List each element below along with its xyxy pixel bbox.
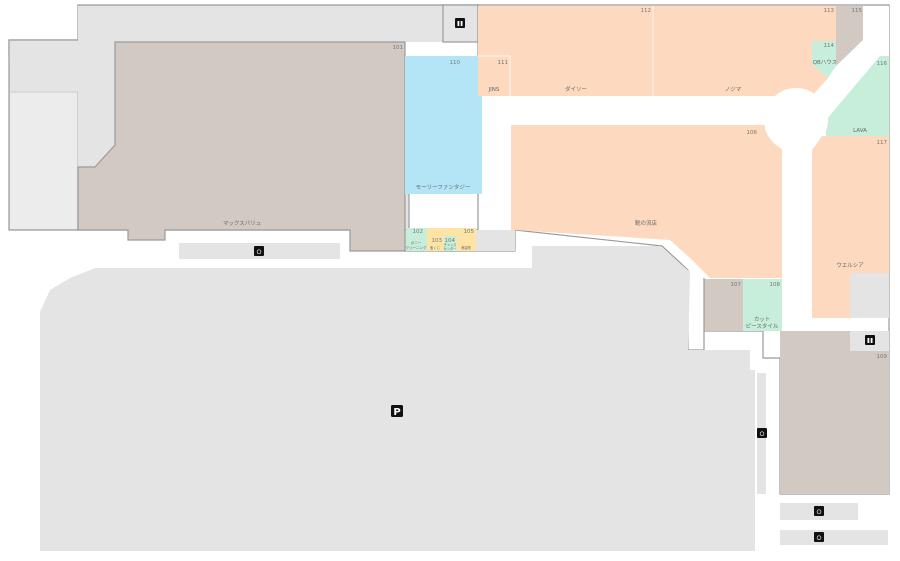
store-116[interactable]: 116 LAVA — [826, 56, 889, 136]
store-name: 美容院 — [461, 245, 471, 250]
store-name: QBハウス — [813, 58, 838, 66]
bicycle-parking-icon: ⭘ — [757, 428, 767, 438]
store-name: チャンス — [444, 242, 457, 247]
store-107[interactable]: 107 — [704, 279, 743, 331]
store-108[interactable]: 108 カット ピースタイル — [743, 279, 782, 331]
store-name: 靴の流店 — [635, 219, 658, 227]
store-name: マックスバリュ — [223, 220, 261, 227]
parking-icon — [391, 405, 403, 417]
parking-lot[interactable]: P — [40, 246, 755, 551]
store-number: 109 — [877, 354, 888, 360]
bicycle-parking-icon: ⭘ — [814, 506, 824, 516]
store-name: センター — [444, 246, 457, 251]
store-number: 104 — [445, 238, 456, 244]
store-104[interactable]: 104 チャンス センター — [444, 236, 457, 251]
store-number: 101 — [393, 45, 404, 51]
svg-text:⭘: ⭘ — [817, 535, 822, 542]
store-name: ダイソー — [565, 85, 587, 93]
parking-label: P — [393, 407, 400, 418]
store-105[interactable]: 105 美容院 — [444, 228, 476, 251]
store-name: ウエルシア — [836, 261, 864, 269]
store-number: 108 — [770, 282, 781, 288]
store-name: JINS — [488, 87, 500, 93]
bicycle-parking-icon: ⭘ — [254, 246, 264, 256]
store-name: モーリーファンタジー — [416, 183, 471, 191]
store-115[interactable]: 115 — [836, 6, 863, 66]
store-number: 113 — [824, 8, 835, 14]
store-113[interactable]: 113 ノジマ — [652, 6, 836, 96]
store-name: 宝くじ — [430, 245, 441, 250]
store-number: 110 — [450, 60, 461, 66]
store-number: 107 — [731, 282, 742, 288]
store-name: クリーニング — [406, 245, 427, 250]
store-117[interactable]: 117 ウエルシア — [812, 136, 889, 318]
store-110[interactable]: 110 モーリーファンタジー — [405, 56, 482, 194]
bicycle-parking-icon: ⭘ — [814, 532, 824, 542]
store-101[interactable]: 101 マックスバリュ — [77, 41, 406, 252]
store-number: 102 — [413, 229, 424, 235]
store-number: 112 — [641, 8, 652, 14]
store-111[interactable]: 111 JINS — [478, 55, 511, 96]
store-number: 106 — [747, 130, 758, 136]
store-number: 114 — [824, 43, 835, 49]
store-109[interactable]: 109 — [780, 331, 889, 494]
restroom-icon — [865, 335, 875, 345]
svg-text:⭘: ⭘ — [817, 509, 822, 516]
store-name: ポニー — [411, 240, 422, 245]
store-name: LAVA — [853, 128, 867, 134]
store-name: カット — [754, 316, 771, 323]
restroom-icon — [455, 18, 465, 28]
back-area — [850, 273, 889, 318]
store-number: 117 — [877, 140, 888, 146]
svg-text:⭘: ⭘ — [760, 431, 765, 438]
store-number: 105 — [464, 229, 475, 235]
svg-text:⭘: ⭘ — [257, 249, 262, 256]
store-102[interactable]: 102 ポニー クリーニング — [406, 228, 428, 251]
store-name: ピースタイル — [746, 322, 779, 330]
store-106[interactable]: 106 靴の流店 — [511, 88, 828, 278]
store-number: 111 — [498, 60, 509, 66]
store-number: 116 — [877, 61, 888, 67]
back-area — [476, 230, 515, 251]
store-114[interactable]: 114 QBハウス — [812, 41, 837, 78]
store-103[interactable]: 103 宝くじ — [427, 228, 444, 251]
store-number: 115 — [852, 8, 863, 14]
store-number: 103 — [432, 238, 443, 244]
store-name: ノジマ — [725, 86, 742, 93]
